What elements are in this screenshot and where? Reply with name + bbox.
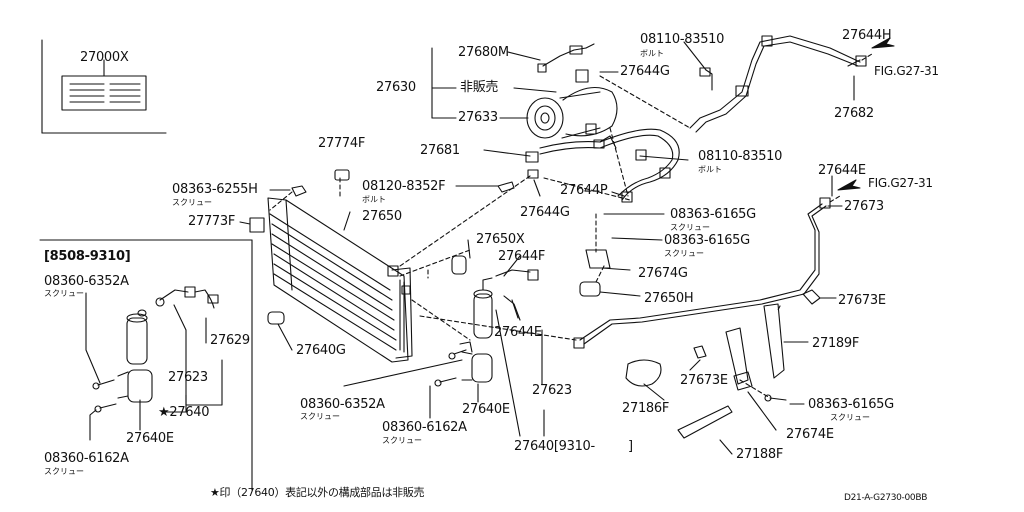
inset-sublabel: スクリュー bbox=[44, 289, 84, 298]
label-part: 27774F bbox=[318, 136, 366, 151]
label-part: 27674G bbox=[638, 266, 688, 281]
inset-label: 08360-6162A bbox=[44, 451, 129, 466]
label-part: 27650H bbox=[644, 291, 694, 306]
sublabel: スクリュー bbox=[664, 249, 704, 258]
condenser bbox=[267, 197, 413, 363]
label-part: 08360-6352A bbox=[300, 397, 385, 412]
arrow-icon bbox=[871, 37, 895, 49]
label-part: 27644H bbox=[842, 28, 892, 43]
label-part: 08363-6165G bbox=[664, 233, 750, 248]
label-part: 27644G bbox=[620, 64, 670, 79]
label-part: 27644E bbox=[494, 325, 542, 340]
part-screw-08363-6255h bbox=[291, 185, 307, 197]
reference-code: D21-A-G2730-00BB bbox=[844, 493, 928, 503]
inset-label: ★27640 bbox=[158, 405, 210, 420]
inset-title: [8508-9310] bbox=[44, 249, 131, 264]
bracket-main bbox=[434, 341, 493, 387]
label-part: 27650X bbox=[476, 232, 525, 247]
leader-lines bbox=[239, 41, 861, 455]
inset-label: 27640E bbox=[126, 431, 174, 446]
label-part: 27650 bbox=[362, 209, 402, 224]
inset-box bbox=[39, 239, 253, 491]
part-27773f bbox=[249, 217, 265, 233]
label-part: 27186F bbox=[622, 401, 670, 416]
label-part: 27682 bbox=[834, 106, 874, 121]
label-part: 27673E bbox=[680, 373, 728, 388]
label-part: 27633 bbox=[458, 110, 498, 125]
label-part: 27644E bbox=[818, 163, 866, 178]
label-fig-ref: FIG.G27-31 bbox=[874, 64, 939, 78]
footnote: ★印（27640）表記以外の構成部品は非販売 bbox=[210, 486, 425, 499]
label-part: 27644G bbox=[520, 205, 570, 220]
label-part: 27673E bbox=[838, 293, 886, 308]
inset-label: 08360-6352A bbox=[44, 274, 129, 289]
label-part: 27644F bbox=[498, 249, 546, 264]
inset-label: 27629 bbox=[210, 333, 250, 348]
liquid-pipe bbox=[573, 197, 831, 349]
part-bolt-08120 bbox=[497, 181, 515, 193]
label-part: 08363-6165G bbox=[670, 207, 756, 222]
label-part: 08363-6255H bbox=[172, 182, 258, 197]
arrow-icon bbox=[837, 179, 861, 191]
sublabel: スクリュー bbox=[830, 413, 870, 422]
label-part: 27630 bbox=[376, 80, 416, 95]
label-part: ] bbox=[628, 439, 633, 454]
label-fig-ref: FIG.G27-31 bbox=[868, 176, 933, 190]
sublabel: ボルト bbox=[640, 49, 664, 58]
label-part: 08120-8352F bbox=[362, 179, 446, 194]
part-27650x bbox=[451, 255, 467, 275]
label-part: 27640[9310- bbox=[514, 439, 595, 454]
receiver-drier bbox=[473, 269, 539, 339]
label-plate-box bbox=[41, 39, 167, 134]
label-part: 27188F bbox=[736, 447, 784, 462]
inset-sublabel: スクリュー bbox=[44, 467, 84, 476]
label-part: 27640G bbox=[296, 343, 346, 358]
label-part: 27189F bbox=[812, 336, 860, 351]
sublabel: スクリュー bbox=[172, 198, 212, 207]
label-part: 08360-6162A bbox=[382, 420, 467, 435]
label-part: 08110-83510 bbox=[698, 149, 783, 164]
right-brackets bbox=[579, 249, 821, 439]
label-part: 27773F bbox=[188, 214, 236, 229]
label-part: 27644P bbox=[560, 183, 608, 198]
label-part: 27681 bbox=[420, 143, 460, 158]
label-part: 非販売 bbox=[460, 80, 499, 95]
label-part: 27623 bbox=[532, 383, 572, 398]
label-part: 27673 bbox=[844, 199, 884, 214]
sublabel: スクリュー bbox=[382, 436, 422, 445]
label-part: 08110-83510 bbox=[640, 32, 725, 47]
sublabel: ボルト bbox=[362, 195, 386, 204]
sublabel: スクリュー bbox=[670, 223, 710, 232]
inset-label: 27623 bbox=[168, 370, 208, 385]
label-part: 08363-6165G bbox=[808, 397, 894, 412]
part-27774f bbox=[334, 169, 350, 181]
label-part: 27640E bbox=[462, 402, 510, 417]
dashed-guide-lines bbox=[269, 53, 873, 399]
sublabel: スクリュー bbox=[300, 412, 340, 421]
sublabel: ボルト bbox=[698, 165, 722, 174]
label-27000x: 27000X bbox=[80, 50, 129, 65]
label-part: 27674E bbox=[786, 427, 834, 442]
label-part: 27680M bbox=[458, 45, 509, 60]
hose-suction bbox=[689, 35, 867, 133]
